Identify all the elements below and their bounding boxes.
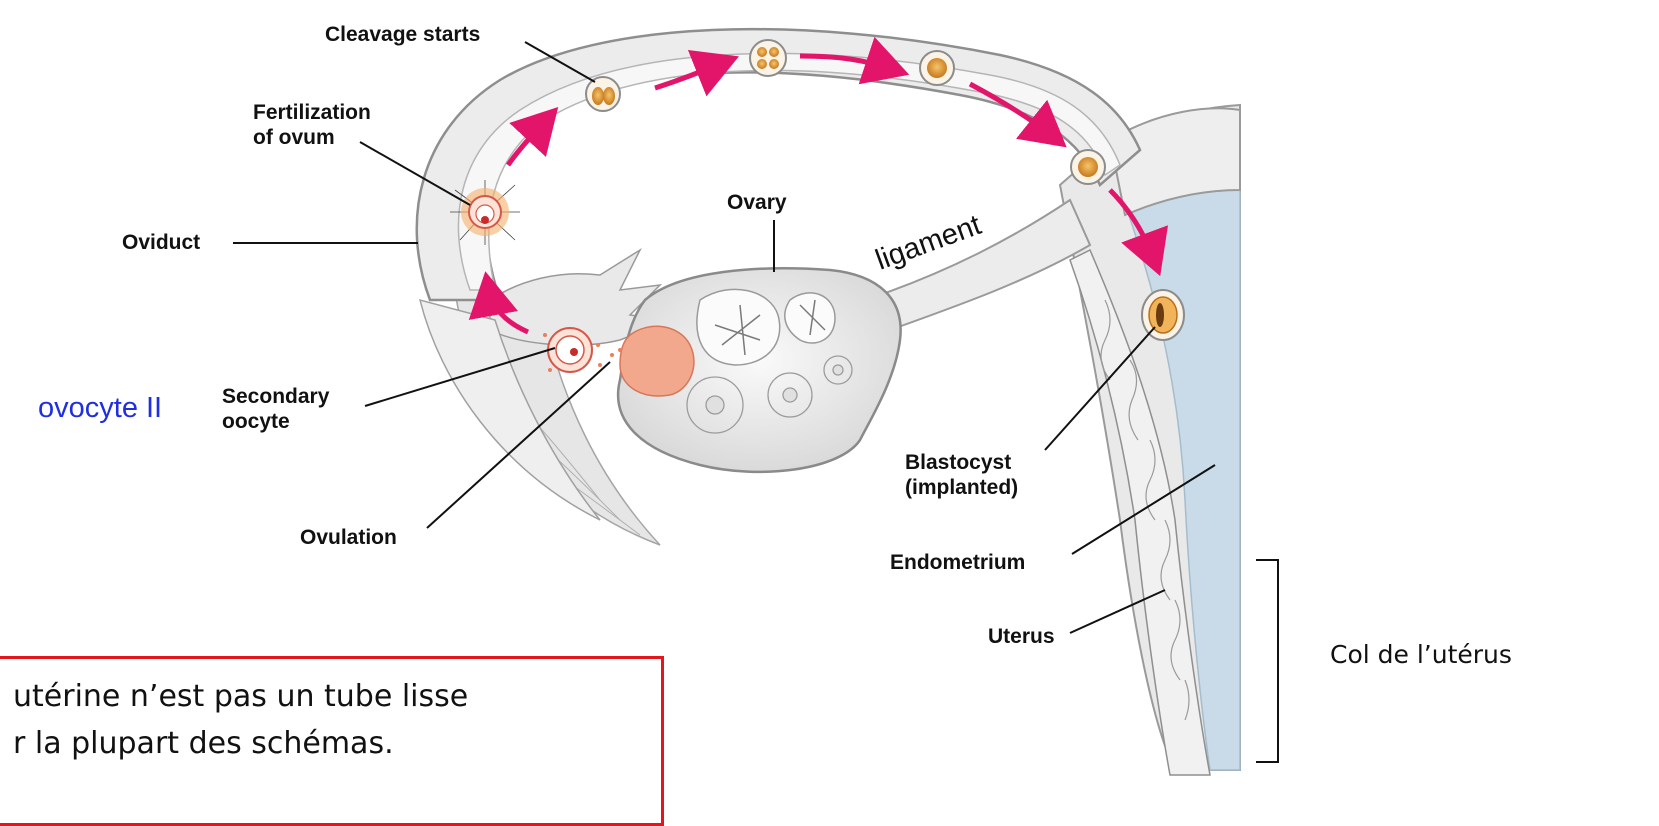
cleavage-starts-label: Cleavage starts bbox=[325, 22, 480, 47]
secondary-oocyte-label-line2: oocyte bbox=[222, 409, 329, 434]
ovulation-label: Ovulation bbox=[300, 525, 397, 550]
ovocyte-annotation: ovocyte II bbox=[38, 392, 162, 425]
secondary-oocyte-label-line1: Secondary bbox=[222, 384, 329, 409]
fertilization-label: Fertilization of ovum bbox=[253, 100, 371, 150]
note-line-2: r la plupart des schémas. bbox=[13, 720, 661, 767]
cervix-bracket bbox=[1256, 560, 1278, 762]
blastocyst-label: Blastocyst (implanted) bbox=[905, 450, 1018, 500]
secondary-oocyte-label: Secondary oocyte bbox=[222, 384, 329, 434]
note-line-1: utérine n’est pas un tube lisse bbox=[13, 673, 661, 720]
blastocyst-label-line1: Blastocyst bbox=[905, 450, 1018, 475]
blastocyst bbox=[1142, 290, 1184, 340]
fertilization-label-line1: Fertilization bbox=[253, 100, 371, 125]
corpus-luteum bbox=[620, 326, 694, 396]
blastocyst-label-line2: (implanted) bbox=[905, 475, 1018, 500]
endometrium-label: Endometrium bbox=[890, 550, 1025, 575]
oviduct-label: Oviduct bbox=[122, 230, 200, 255]
uterus-label: Uterus bbox=[988, 624, 1055, 649]
ovary-label: Ovary bbox=[727, 190, 787, 215]
fertilization-label-line2: of ovum bbox=[253, 125, 371, 150]
ovary bbox=[618, 268, 901, 472]
note-box: utérine n’est pas un tube lisse r la plu… bbox=[0, 656, 664, 826]
cervix-annotation: Col de l’utérus bbox=[1330, 640, 1512, 669]
